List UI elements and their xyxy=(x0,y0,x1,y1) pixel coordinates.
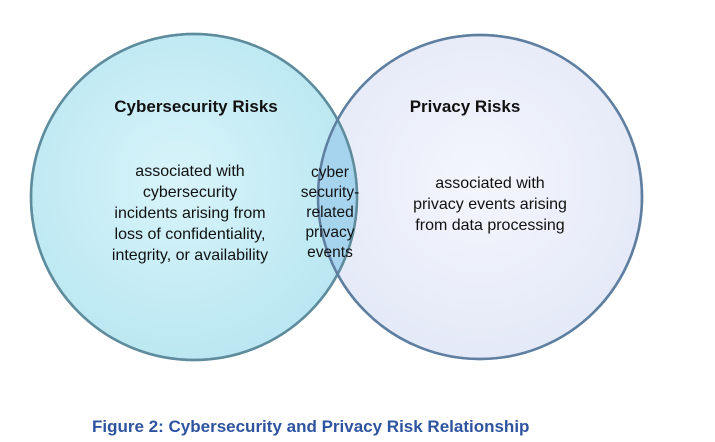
overlap-line: security- xyxy=(300,184,360,201)
overlap-line: privacy xyxy=(305,224,355,241)
cybersecurity-risks-description: associated with cybersecurity incidents … xyxy=(55,161,325,266)
description-line: loss of confidentiality, xyxy=(114,226,266,243)
figure-caption: Figure 2: Cybersecurity and Privacy Risk… xyxy=(92,417,530,436)
description-line: associated with xyxy=(135,163,245,180)
left-circle-outline xyxy=(29,32,359,362)
description-line: privacy events arising xyxy=(413,196,567,213)
privacy-risks-heading: Privacy Risks xyxy=(409,97,521,116)
description-line: associated with xyxy=(435,175,545,192)
description-line: incidents arising from xyxy=(114,205,266,222)
overlap-line: cyber xyxy=(311,164,349,181)
right-circle-outline xyxy=(316,33,644,361)
overlap-line: events xyxy=(307,244,353,261)
overlap-description: cyber security- related privacy events xyxy=(285,163,375,263)
cybersecurity-risks-heading: Cybersecurity Risks xyxy=(114,97,278,116)
overlap-line: related xyxy=(306,204,354,221)
description-line: integrity, or availability xyxy=(111,247,269,264)
privacy-risks-description: associated with privacy events arising f… xyxy=(380,173,600,236)
description-line: cybersecurity xyxy=(142,184,238,201)
description-line: from data processing xyxy=(415,217,565,234)
